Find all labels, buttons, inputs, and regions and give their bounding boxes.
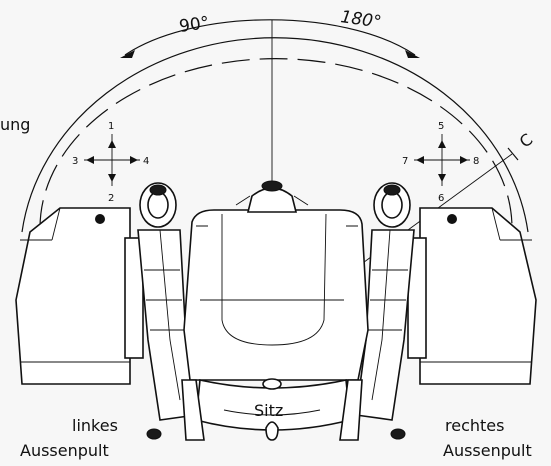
angle-label-left: 90° <box>178 13 211 37</box>
left-console-knob <box>95 214 105 224</box>
right-foot <box>390 428 406 440</box>
axis-c-tick <box>507 147 519 161</box>
inner-dashed-arc <box>39 57 513 229</box>
right-console-box <box>419 207 537 385</box>
left-console-label-line1: linkes <box>72 416 118 435</box>
right-console-label-line1: rechtes <box>445 416 504 435</box>
left-console-box <box>15 207 131 385</box>
right-console-knob <box>447 214 457 224</box>
axis-label-c: C <box>516 130 537 152</box>
right-digit-up: 5 <box>438 121 444 132</box>
left-joystick-armrest <box>137 182 197 421</box>
left-direction-cross <box>84 134 140 186</box>
left-digit-up: 1 <box>108 121 114 132</box>
partial-label: ung <box>0 115 30 134</box>
outer-swing-arc <box>21 37 529 233</box>
right-digit-left: 7 <box>402 156 408 167</box>
angle-label-right: 180° <box>339 7 382 33</box>
left-foot <box>146 428 162 440</box>
right-joystick-armrest <box>355 182 415 421</box>
left-digit-down: 2 <box>108 193 114 204</box>
seat <box>181 180 369 441</box>
right-digit-right: 8 <box>473 156 479 167</box>
right-console-label-line2: Aussenpult <box>443 441 532 460</box>
arrow-head-right <box>405 50 420 58</box>
left-console-label-line2: Aussenpult <box>20 441 109 460</box>
arrow-head-left <box>120 50 135 58</box>
right-digit-down: 6 <box>438 193 444 204</box>
left-digit-right: 4 <box>143 156 149 167</box>
left-digit-left: 3 <box>72 156 78 167</box>
right-direction-cross <box>414 134 470 186</box>
seat-label: Sitz <box>254 401 283 420</box>
angle-arc <box>124 19 416 56</box>
